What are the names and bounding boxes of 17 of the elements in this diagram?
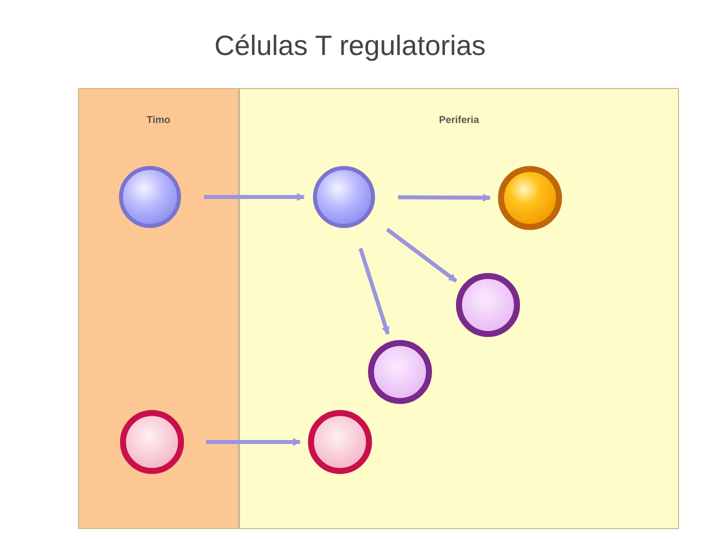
region-label: Periferia bbox=[438, 115, 480, 126]
arrow bbox=[204, 193, 305, 201]
cell-circle bbox=[498, 166, 562, 230]
cell-circle bbox=[118, 165, 182, 229]
arrow bbox=[358, 248, 390, 335]
periphery-panel bbox=[239, 88, 679, 529]
title: Células T regulatorias bbox=[213, 30, 487, 62]
arrow bbox=[386, 228, 458, 283]
arrow bbox=[206, 438, 301, 446]
arrow bbox=[398, 194, 491, 202]
region-label: Timo bbox=[146, 115, 172, 126]
cell-circle bbox=[312, 165, 376, 229]
cell-circle bbox=[308, 410, 372, 474]
cell-circle bbox=[120, 410, 184, 474]
cell-circle bbox=[368, 340, 432, 404]
thymus-panel bbox=[78, 88, 239, 529]
cell-circle bbox=[456, 273, 520, 337]
